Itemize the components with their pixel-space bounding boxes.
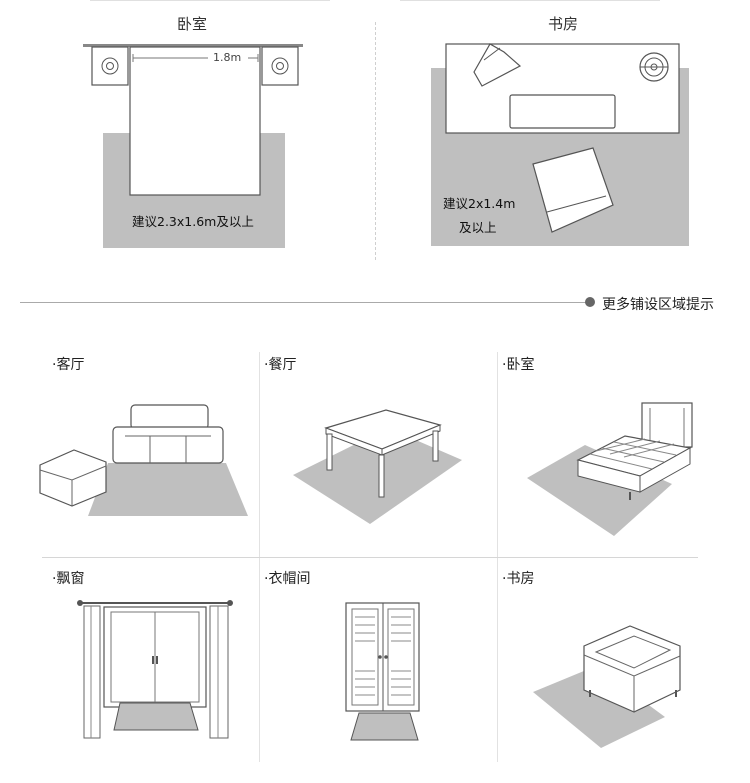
cell-label-bedroom: ·卧室: [502, 357, 535, 373]
grid-divider-h: [42, 557, 698, 558]
top-edge-line-right: [400, 0, 660, 1]
section-title: 更多铺设区域提示: [602, 297, 714, 313]
bedroom-diagram: [83, 44, 303, 248]
top-divider: [375, 22, 376, 260]
section-dot: [585, 297, 595, 307]
study-diagram: [431, 43, 689, 246]
cell-label-bay-window: ·飘窗: [52, 571, 85, 587]
cell-label-study: ·书房: [502, 571, 535, 587]
top-edge-line-left: [90, 0, 330, 1]
study-title: 书房: [548, 15, 579, 33]
study-recommend-line1: 建议2x1.4m: [443, 196, 516, 211]
study-recommend-line2: 及以上: [459, 220, 497, 235]
cell-label-living-room: ·客厅: [52, 357, 85, 373]
section-rule: [20, 302, 588, 303]
cell-label-dining-room: ·餐厅: [264, 357, 297, 373]
cell-label-cloakroom: ·衣帽间: [264, 571, 311, 587]
bedroom-dimension-label: 1.8m: [213, 51, 242, 64]
bedroom-recommend-text: 建议2.3x1.6m及以上: [132, 214, 254, 229]
bedroom-title: 卧室: [177, 15, 208, 33]
